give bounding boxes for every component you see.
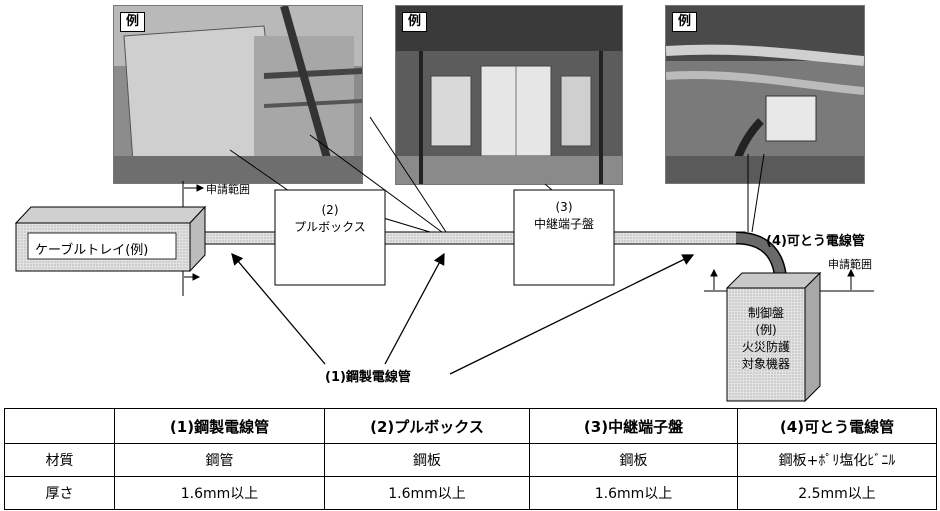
table-header-row: (1)鋼製電線管 (2)プルボックス (3)中継端子盤 (4)可とう電線管 (4, 408, 937, 444)
photo-pull-box-example: 例 (113, 5, 363, 184)
table-cell: 鋼板 (529, 443, 738, 477)
photo-flexible-conduit-example: 例 (665, 5, 865, 184)
relay-panel-label: (3) 中継端子盤 (514, 199, 614, 233)
application-scope-label-right: 申請範囲 (828, 258, 872, 271)
table-cell: 1.6mm以上 (114, 476, 325, 510)
table-cell: 厚さ (4, 476, 115, 510)
steel-conduit-arrows (231, 252, 695, 375)
example-tag: 例 (402, 12, 428, 32)
table-header-cell: (3)中継端子盤 (529, 408, 738, 444)
relay-panel-number: (3) (555, 200, 573, 214)
table-cell: 2.5mm以上 (737, 476, 937, 510)
control-panel-line-4: 対象機器 (741, 357, 790, 371)
pull-box-number: (2) (321, 203, 339, 217)
pull-box-label: (2) プルボックス (275, 202, 385, 236)
pull-box (274, 189, 386, 286)
steel-conduit-pipe (189, 231, 746, 245)
table-row-thickness: 厚さ 1.6mm以上 1.6mm以上 1.6mm以上 2.5mm以上 (4, 476, 937, 510)
table-cell: 1.6mm以上 (529, 476, 738, 510)
specification-table: (1)鋼製電線管 (2)プルボックス (3)中継端子盤 (4)可とう電線管 材質… (4, 408, 937, 510)
cable-tray (14, 205, 207, 273)
control-panel (725, 271, 822, 403)
table-header-cell: (2)プルボックス (324, 408, 530, 444)
table-header-cell: (1)鋼製電線管 (114, 408, 325, 444)
example-tag: 例 (672, 12, 698, 32)
control-panel-label: 制御盤 (例) 火災防護 対象機器 (727, 305, 805, 373)
table-cell: 材質 (4, 443, 115, 477)
table-row-material: 材質 鋼管 鋼板 鋼板 鋼板+ﾎﾟﾘ塩化ﾋﾞﾆﾙ (4, 443, 937, 477)
cable-tray-label: ケーブルトレイ(例) (35, 243, 149, 258)
pull-box-name: プルボックス (294, 220, 366, 234)
control-panel-line-3: 火災防護 (741, 340, 790, 354)
control-panel-line-1: 制御盤 (747, 306, 784, 320)
control-panel-line-2: (例) (755, 323, 777, 337)
flexible-conduit-photo-image (666, 6, 864, 183)
relay-panel-name: 中継端子盤 (533, 217, 594, 231)
table-cell: 鋼板+ﾎﾟﾘ塩化ﾋﾞﾆﾙ (737, 443, 937, 477)
table-cell: 鋼管 (114, 443, 325, 477)
table-header-cell (4, 408, 115, 444)
table-cell: 鋼板 (324, 443, 530, 477)
relay-panel-photo-image (396, 6, 622, 184)
flexible-conduit-label: (4)可とう電線管 (766, 234, 865, 249)
table-cell: 1.6mm以上 (324, 476, 530, 510)
photo-relay-panel-example: 例 (395, 5, 623, 185)
system-diagram (14, 116, 874, 403)
application-scope-label-left: 申請範囲 (206, 183, 250, 196)
table-header-cell: (4)可とう電線管 (737, 408, 937, 444)
relay-panel (513, 189, 615, 286)
example-tag: 例 (120, 12, 146, 32)
pull-box-photo-image (114, 6, 362, 183)
steel-conduit-label: (1)鋼製電線管 (325, 370, 411, 385)
